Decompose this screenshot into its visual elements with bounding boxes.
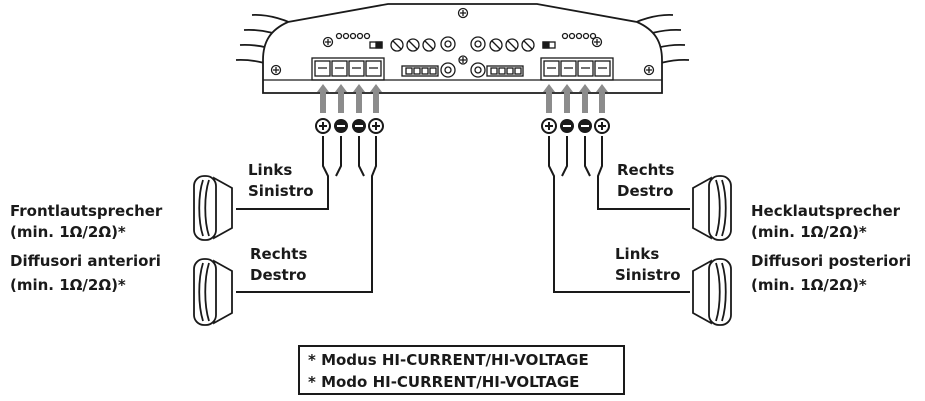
amplifier-chassis (262, 3, 663, 94)
wire-front-right-minus (358, 136, 365, 177)
terminal-left-2-minus-icon (334, 119, 348, 133)
speaker-rear-left-icon (692, 258, 732, 326)
wire-rear-right-plus (597, 136, 690, 210)
terminal-right-4-plus-icon (594, 118, 610, 134)
label-front-group-de: Frontlautsprecher (10, 202, 163, 220)
speaker-front-left-icon (193, 175, 233, 241)
speaker-front-right-icon (193, 258, 233, 326)
label-rear-group-it-min: (min. 1Ω/2Ω)* (751, 276, 867, 294)
arrow-right-1 (543, 84, 555, 113)
speaker-wires (236, 136, 690, 293)
wire-rear-left-minus (561, 136, 568, 177)
speaker-terminal-block-left (311, 57, 385, 81)
label-rear-group-de: Hecklautsprecher (751, 202, 901, 220)
arrow-left-4 (370, 84, 382, 113)
label-front-right-it: Destro (250, 266, 307, 284)
label-rear-group-it: Diffusori posteriori (751, 252, 912, 270)
speaker-rear-right-icon (692, 175, 732, 241)
screw-icons (270, 7, 655, 76)
wire-rear-right-minus (584, 136, 591, 177)
label-rear-group-de-min: (min. 1Ω/2Ω)* (751, 223, 867, 241)
label-rear-left-it: Sinistro (615, 266, 681, 284)
label-front-group-de-min: (min. 1Ω/2Ω)* (10, 223, 126, 241)
terminal-right-2-minus-icon (560, 119, 574, 133)
wire-front-left-plus (236, 136, 329, 210)
label-front-right-de: Rechts (250, 245, 308, 263)
terminal-left-3-minus-icon (352, 119, 366, 133)
mode-note-line-1: * Modus HI-CURRENT/HI-VOLTAGE (308, 351, 589, 369)
mode-note-line-2: * Modo HI-CURRENT/HI-VOLTAGE (308, 373, 580, 391)
label-front-group-it-min: (min. 1Ω/2Ω)* (10, 276, 126, 294)
terminal-right-3-minus-icon (578, 119, 592, 133)
wire-front-right-plus (236, 136, 377, 293)
indicator-leds (335, 32, 597, 40)
arrow-right-4 (596, 84, 608, 113)
terminal-symbols (315, 118, 610, 134)
speaker-terminal-block-right (540, 57, 614, 81)
amplifier-unit (235, 3, 690, 94)
label-rear-right-de: Rechts (617, 161, 675, 179)
terminal-right-1-plus-icon (541, 118, 557, 134)
arrow-right-3 (579, 84, 591, 113)
rca-input-jacks (440, 36, 486, 78)
aux-connector-blocks (401, 65, 524, 77)
label-rear-left-de: Links (615, 245, 660, 263)
terminal-left-4-plus-icon (368, 118, 384, 134)
label-front-left-de: Links (248, 161, 293, 179)
amplifier-details (270, 7, 655, 81)
terminal-left-1-plus-icon (315, 118, 331, 134)
switch-icons (369, 41, 556, 49)
arrow-right-2 (561, 84, 573, 113)
arrow-left-1 (317, 84, 329, 113)
arrow-left-2 (335, 84, 347, 113)
control-knobs (390, 38, 535, 52)
label-front-group-it: Diffusori anteriori (10, 252, 161, 270)
connection-arrows (317, 84, 608, 113)
label-rear-right-it: Destro (617, 182, 674, 200)
arrow-left-3 (353, 84, 365, 113)
label-front-left-it: Sinistro (248, 182, 314, 200)
wire-rear-left-plus (548, 136, 690, 293)
wire-front-left-minus (335, 136, 342, 177)
mode-note-box: * Modus HI-CURRENT/HI-VOLTAGE * Modo HI-… (298, 345, 625, 395)
